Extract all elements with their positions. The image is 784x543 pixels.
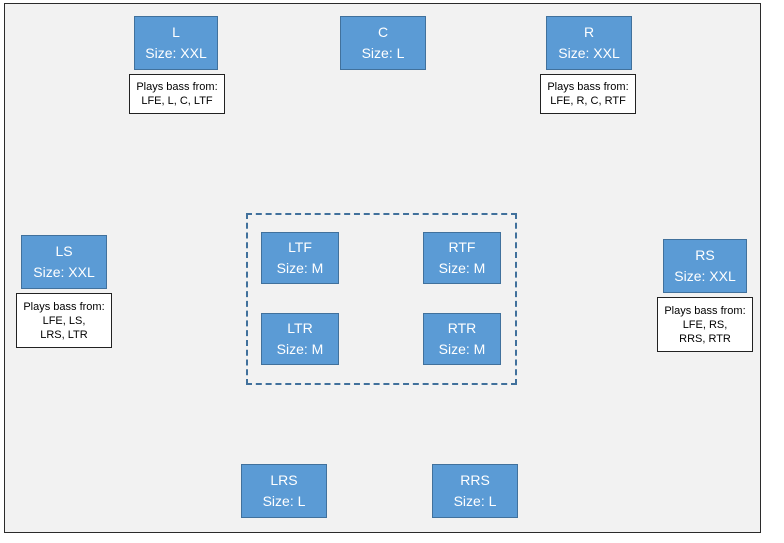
speaker-ltr: LTR Size: M	[261, 313, 339, 365]
bass-note-rs-line2: RRS, RTR	[679, 332, 731, 345]
speaker-rrs-name: RRS	[460, 472, 490, 488]
bass-note-r: Plays bass from: LFE, R, C, RTF	[540, 74, 636, 114]
speaker-lrs-size: Size: L	[262, 493, 306, 509]
speaker-ls-size: Size: XXL	[33, 264, 95, 280]
bass-note-rs-line1: LFE, RS,	[682, 318, 728, 331]
speaker-rtf-name: RTF	[448, 239, 476, 255]
speaker-rtr: RTR Size: M	[423, 313, 501, 365]
bass-note-r-line1: LFE, R, C, RTF	[550, 95, 626, 107]
speaker-ltf: LTF Size: M	[261, 232, 339, 284]
speaker-ls-name: LS	[55, 243, 73, 259]
bass-note-rs: Plays bass from: LFE, RS, RRS, RTR	[657, 297, 753, 352]
speaker-rrs-size: Size: L	[453, 493, 497, 509]
speaker-rs-name: RS	[695, 247, 715, 263]
speaker-rtr-name: RTR	[447, 320, 477, 336]
speaker-ltf-size: Size: M	[276, 260, 324, 276]
bass-note-r-title: Plays bass from:	[547, 81, 629, 93]
speaker-c-size: Size: L	[361, 45, 405, 61]
bass-note-ls-line2: LRS, LTR	[40, 328, 88, 341]
speaker-r-name: R	[583, 24, 595, 40]
speaker-rrs: RRS Size: L	[432, 464, 518, 518]
bass-note-ls-line1: LFE, LS,	[42, 314, 86, 327]
speaker-rtf-size: Size: M	[438, 260, 486, 276]
speaker-ltr-name: LTR	[287, 320, 313, 336]
speaker-r-size: Size: XXL	[558, 45, 620, 61]
bass-note-l: Plays bass from: LFE, L, C, LTF	[129, 74, 225, 114]
speaker-c: C Size: L	[340, 16, 426, 70]
speaker-r: R Size: XXL	[546, 16, 632, 70]
speaker-lrs-name: LRS	[270, 472, 298, 488]
height-speakers-zone	[246, 213, 517, 385]
speaker-rtr-size: Size: M	[438, 341, 486, 357]
bass-note-rs-title: Plays bass from:	[664, 304, 746, 317]
speaker-c-name: C	[377, 24, 389, 40]
speaker-l: L Size: XXL	[134, 16, 218, 70]
bass-note-l-title: Plays bass from:	[136, 81, 218, 93]
speaker-l-size: Size: XXL	[145, 45, 207, 61]
speaker-rtf: RTF Size: M	[423, 232, 501, 284]
speaker-rs-size: Size: XXL	[674, 268, 736, 284]
speaker-ltr-size: Size: M	[276, 341, 324, 357]
speaker-ls: LS Size: XXL	[21, 235, 107, 289]
bass-note-ls-title: Plays bass from:	[23, 300, 105, 313]
speaker-lrs: LRS Size: L	[241, 464, 327, 518]
bass-note-l-line1: LFE, L, C, LTF	[141, 95, 213, 107]
speaker-l-name: L	[172, 24, 180, 40]
speaker-rs: RS Size: XXL	[663, 239, 747, 293]
bass-note-ls: Plays bass from: LFE, LS, LRS, LTR	[16, 293, 112, 348]
speaker-ltf-name: LTF	[288, 239, 312, 255]
